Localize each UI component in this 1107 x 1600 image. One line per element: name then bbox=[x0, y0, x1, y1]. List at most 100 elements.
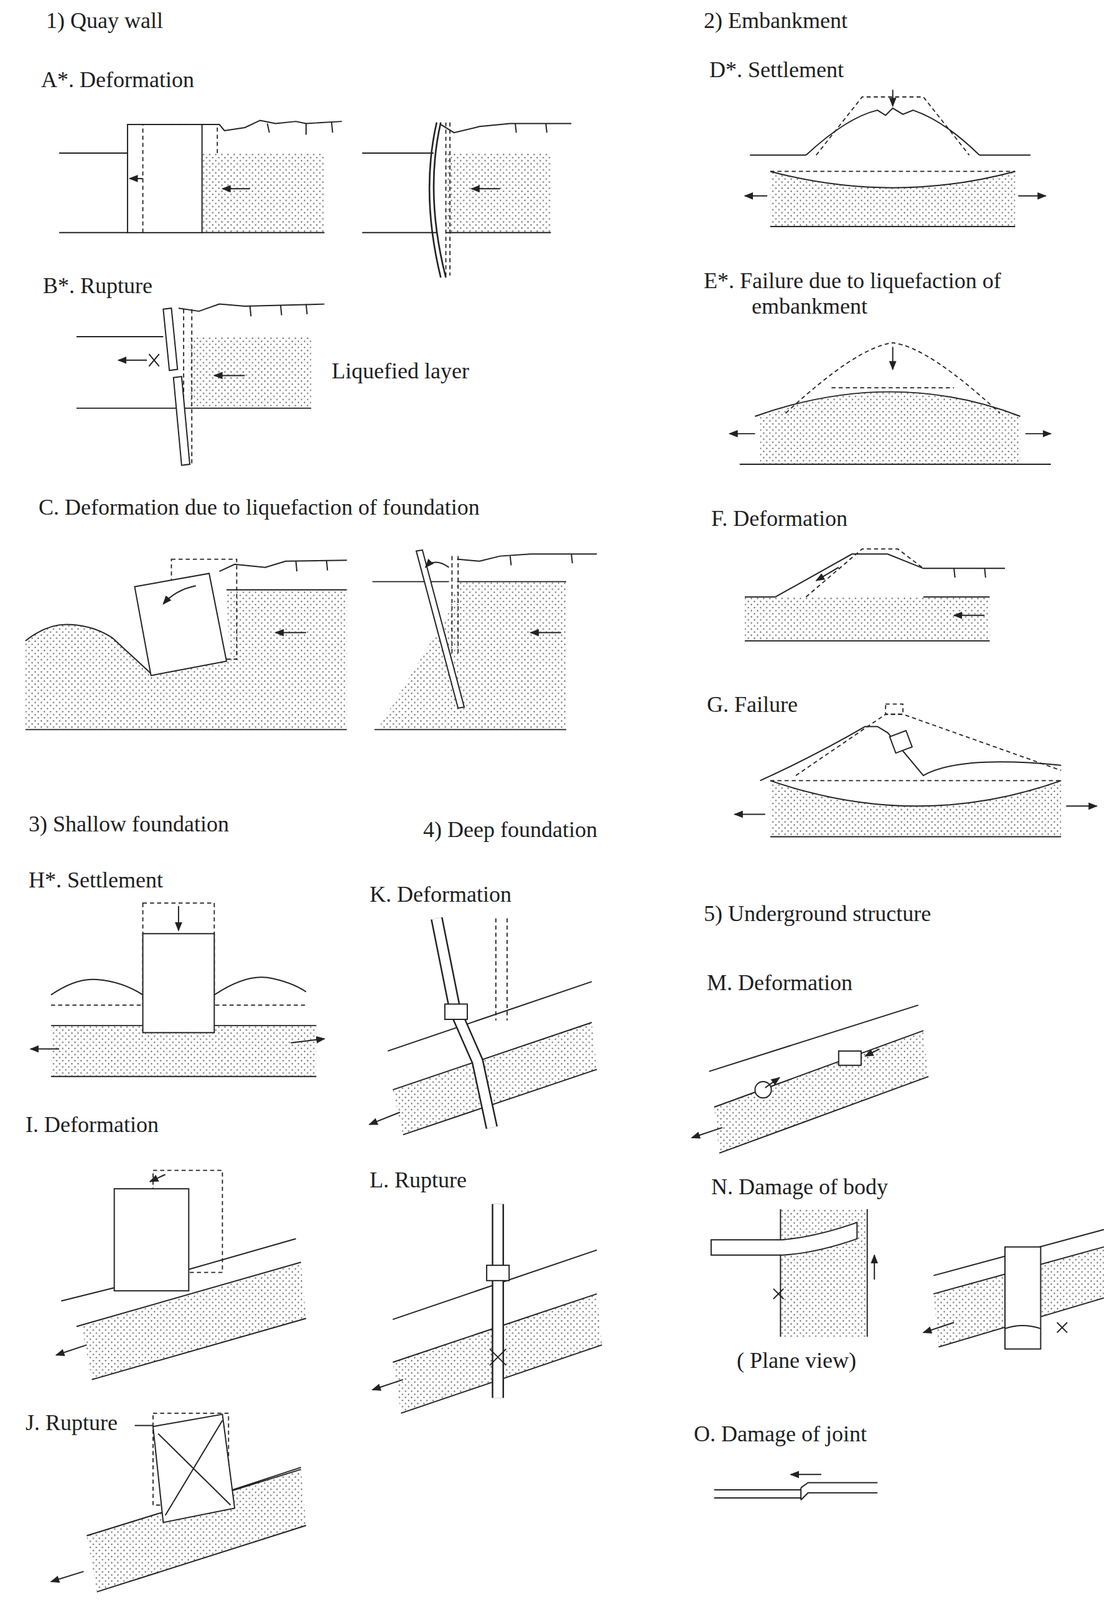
panel-label: 1) Quay wall bbox=[46, 8, 164, 34]
outline-path bbox=[457, 553, 598, 561]
structure-rect bbox=[114, 1188, 190, 1291]
outline-path bbox=[805, 548, 924, 597]
embankment-deformation-figure bbox=[744, 548, 1005, 641]
outline-path bbox=[491, 1204, 505, 1399]
structure-rect bbox=[1004, 1247, 1041, 1350]
structure-shape bbox=[134, 573, 227, 676]
outline-path bbox=[425, 561, 450, 567]
underground-body-plan-figure bbox=[711, 1209, 875, 1337]
arrow-line bbox=[290, 1038, 325, 1043]
arrow-line bbox=[177, 906, 180, 931]
structure-shape bbox=[163, 308, 178, 371]
underground-deformation-figure bbox=[691, 1004, 929, 1154]
outline-path bbox=[250, 304, 308, 317]
arrow-line bbox=[369, 1111, 401, 1125]
outline-path bbox=[760, 726, 1062, 781]
panel-label: F. Deformation bbox=[711, 505, 848, 532]
pipe-section bbox=[754, 1081, 771, 1098]
outline-path bbox=[493, 1204, 503, 1399]
structure-shape bbox=[416, 550, 465, 709]
outline-path bbox=[785, 342, 1000, 414]
structure-rect bbox=[838, 1050, 862, 1066]
arrow-line bbox=[873, 1255, 875, 1280]
panel-label: B*. Rupture bbox=[42, 273, 153, 299]
panel-label: ( Plane view) bbox=[736, 1347, 857, 1374]
arrow-line bbox=[953, 614, 985, 617]
arrow-line bbox=[149, 1174, 166, 1182]
outline-path bbox=[362, 153, 551, 233]
panel-label: 3) Shallow foundation bbox=[28, 811, 229, 837]
panel-label: G. Failure bbox=[706, 691, 798, 718]
panel-label: O. Damage of joint bbox=[693, 1421, 867, 1447]
arrow-line bbox=[275, 632, 307, 634]
outline-path bbox=[770, 780, 1061, 837]
pile-deformation-figure bbox=[369, 918, 598, 1136]
structure-rect bbox=[444, 1003, 468, 1020]
outline-path bbox=[295, 560, 328, 572]
outline-path bbox=[163, 585, 196, 605]
structure-shape bbox=[173, 376, 190, 466]
outline-path bbox=[143, 124, 218, 233]
outline-path bbox=[1004, 1325, 1041, 1329]
outline-path bbox=[59, 153, 325, 233]
outline-path bbox=[515, 123, 547, 133]
quay-wall-caisson-figure bbox=[59, 120, 342, 233]
arrow-line bbox=[51, 1571, 84, 1582]
panel-label: L. Rupture bbox=[369, 1167, 467, 1193]
outline-path bbox=[770, 171, 1016, 227]
arrow-line bbox=[471, 187, 501, 190]
outline-path bbox=[744, 596, 991, 641]
embankment-failure-figure bbox=[734, 703, 1098, 837]
underground-joint-figure bbox=[714, 1474, 878, 1500]
outline-path bbox=[446, 122, 451, 276]
panel-label: I. Deformation bbox=[25, 1111, 159, 1138]
outline-path bbox=[451, 556, 458, 654]
panel-label: M. Deformation bbox=[706, 970, 853, 996]
arrow-line bbox=[222, 187, 250, 190]
arrow-line bbox=[816, 567, 839, 581]
outline-path bbox=[739, 392, 1051, 465]
structure-rect bbox=[143, 933, 215, 1033]
pile-rupture-figure bbox=[372, 1204, 602, 1414]
outline-path bbox=[440, 123, 572, 133]
arrow-line bbox=[1025, 433, 1051, 435]
structure-rect bbox=[188, 336, 312, 409]
outline-path bbox=[436, 918, 493, 1128]
panel-label: 2) Embankment bbox=[703, 8, 848, 34]
shallow-deformation-figure bbox=[56, 1170, 307, 1380]
outline-path bbox=[377, 581, 567, 730]
outline-path bbox=[770, 171, 1016, 188]
shallow-rupture-figure bbox=[51, 1413, 307, 1592]
outline-path bbox=[489, 1349, 506, 1366]
arrow-line bbox=[744, 195, 768, 197]
outline-path bbox=[51, 976, 307, 995]
arrow-line bbox=[129, 177, 143, 180]
structure-shape bbox=[889, 730, 913, 753]
arrow-line bbox=[892, 89, 894, 106]
outline-path bbox=[775, 553, 1005, 597]
outline-path bbox=[1057, 1322, 1068, 1333]
arrow-line bbox=[214, 374, 245, 376]
caisson-tilt-figure bbox=[25, 559, 347, 730]
outline-path bbox=[219, 560, 348, 572]
outline-path bbox=[372, 581, 567, 730]
arrow-line bbox=[923, 1322, 954, 1333]
outline-path bbox=[76, 336, 312, 409]
outline-path bbox=[953, 568, 986, 578]
panel-label: C. Deformation due to liquefaction of fo… bbox=[38, 494, 480, 521]
outline-path bbox=[711, 1222, 857, 1255]
panel-label: 5) Underground structure bbox=[703, 901, 931, 927]
arrow-line bbox=[734, 813, 766, 815]
outline-path bbox=[773, 1288, 784, 1299]
outline-path bbox=[178, 304, 325, 312]
arrow-line bbox=[892, 346, 894, 369]
structure-shape bbox=[714, 1030, 929, 1154]
outline-path bbox=[770, 97, 1016, 172]
outline-path bbox=[134, 1424, 154, 1427]
outline-path bbox=[158, 1419, 231, 1515]
panel-label: H*. Settlement bbox=[28, 867, 164, 893]
arrow-line bbox=[691, 1127, 723, 1138]
